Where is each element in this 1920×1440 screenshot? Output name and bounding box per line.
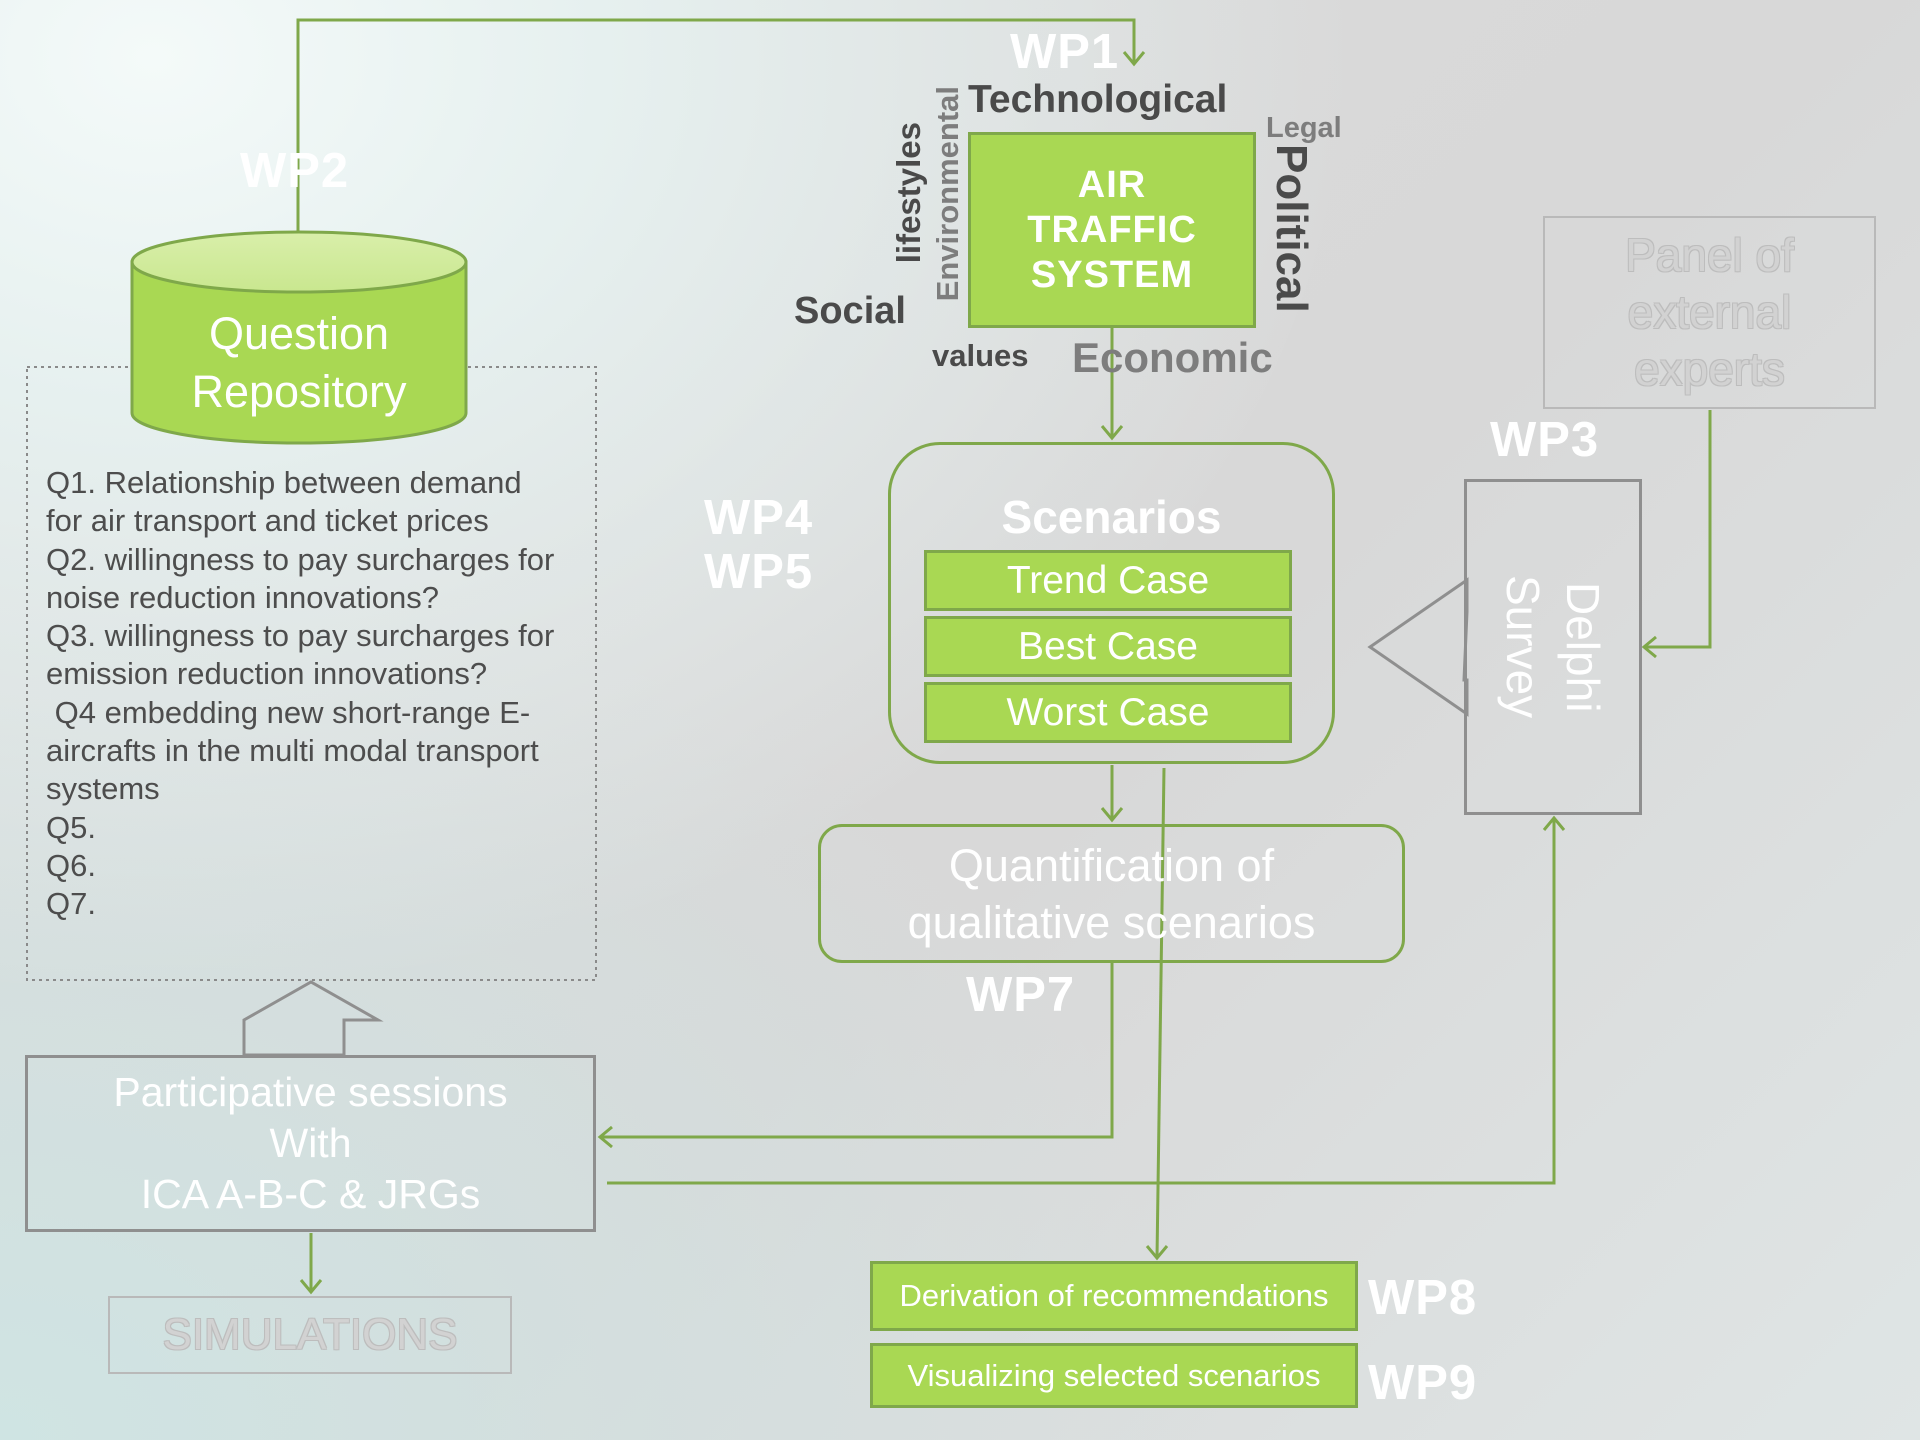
- delphi-line1: Delphi: [1557, 581, 1609, 713]
- ats-line3: SYSTEM: [1030, 253, 1194, 296]
- panel-line2: external: [1627, 286, 1792, 338]
- ats-line2: TRAFFIC: [1027, 208, 1197, 251]
- delphi-line2: Survey: [1497, 575, 1549, 719]
- delphi-survey-box: Delphi Survey: [1464, 479, 1642, 815]
- simulations-box: SIMULATIONS: [108, 1296, 512, 1374]
- wp1-label: WP1: [1010, 25, 1120, 79]
- quantification-box: Quantification of qualitative scenarios: [818, 824, 1405, 963]
- question-line: noise reduction innovations?: [46, 579, 439, 615]
- arrowhead-delphi-side: [1641, 635, 1657, 659]
- panel-line3: experts: [1634, 343, 1785, 395]
- question-repository-line2: Repository: [191, 366, 407, 417]
- scenario-worst-case: Worst Case: [924, 682, 1292, 743]
- wp3-label: WP3: [1490, 413, 1600, 467]
- participative-line2: With: [269, 1120, 352, 1166]
- arrowhead-recommendations: [1145, 1245, 1169, 1261]
- arrowhead-simulations: [299, 1279, 323, 1295]
- connector-participative-to-delphi: [607, 818, 1556, 1185]
- question-repository-line1: Question: [208, 308, 390, 359]
- connector-repo-to-wp1: [296, 18, 1136, 232]
- visualizing-scenarios-box: Visualizing selected scenarios: [870, 1343, 1358, 1408]
- question-line: Q5.: [46, 809, 96, 845]
- wp4-label: WP4: [704, 491, 814, 545]
- connector-quant-to-participative: [600, 963, 1114, 1139]
- delphi-survey-text: Delphi Survey: [1493, 575, 1613, 718]
- wp5-label: WP5: [704, 545, 814, 599]
- scenario-trend-case: Trend Case: [924, 550, 1292, 611]
- quant-line2: qualitative scenarios: [907, 896, 1316, 948]
- derivation-recommendations-box: Derivation of recommendations: [870, 1261, 1358, 1331]
- scenario-best-case: Best Case: [924, 616, 1292, 677]
- question-list: Q1. Relationship between demand for air …: [46, 464, 606, 924]
- participative-line1: Participative sessions: [113, 1069, 508, 1115]
- question-line: for air transport and ticket prices: [46, 503, 489, 539]
- hollow-arrow-left: [1367, 577, 1469, 717]
- question-line: Q7.: [46, 886, 96, 922]
- question-panel-border: [26, 366, 597, 981]
- word-political: Political: [1267, 144, 1316, 313]
- question-line: Q3. willingness to pay surcharges for: [46, 618, 555, 654]
- arrowhead-wp1: [1122, 51, 1146, 67]
- arrowhead-quant: [1100, 807, 1124, 823]
- question-line: Q1. Relationship between demand: [46, 465, 522, 500]
- wp2-label: WP2: [240, 144, 350, 198]
- cylinder-shape: [130, 230, 468, 445]
- arrowhead-scenarios: [1100, 425, 1124, 441]
- word-technological: Technological: [968, 78, 1228, 121]
- quant-line1: Quantification of: [948, 839, 1275, 891]
- participative-sessions-box: Participative sessions With ICA A-B-C & …: [25, 1055, 596, 1232]
- wp9-label: WP9: [1368, 1356, 1478, 1410]
- panel-external-experts-box: Panel of external experts: [1543, 216, 1876, 409]
- scenarios-container: [888, 442, 1335, 764]
- arrowhead-participative: [597, 1125, 613, 1149]
- word-legal: Legal: [1266, 112, 1342, 144]
- question-line: emission reduction innovations?: [46, 656, 488, 692]
- question-line: Q2. willingness to pay surcharges for: [46, 541, 555, 577]
- question-line: Q4 embedding new short-range E-: [46, 694, 531, 730]
- question-repository-title: Question Repository: [132, 305, 466, 421]
- word-social: Social: [794, 290, 906, 332]
- ats-line1: AIR: [1077, 163, 1147, 206]
- question-line: aircrafts in the multi modal transport: [46, 733, 539, 769]
- hollow-arrow-up: [242, 980, 384, 1057]
- arrowhead-delphi: [1542, 815, 1566, 831]
- word-environmental: Environmental: [930, 86, 965, 302]
- word-values: values: [932, 338, 1029, 373]
- panel-line1: Panel of: [1625, 229, 1794, 281]
- participative-line3: ICA A-B-C & JRGs: [140, 1171, 481, 1217]
- connector-panel-to-delphi: [1644, 410, 1712, 649]
- wp7-label: WP7: [966, 968, 1076, 1022]
- wp8-label: WP8: [1368, 1271, 1478, 1325]
- connector-scenarios-to-outputs: [1155, 767, 1166, 1259]
- question-line: systems: [46, 771, 160, 807]
- air-traffic-system-box: AIR TRAFFIC SYSTEM: [968, 132, 1256, 328]
- word-economic: Economic: [1072, 334, 1273, 381]
- scenarios-title: Scenarios: [1001, 491, 1222, 543]
- word-lifestyles: lifestyles: [890, 122, 927, 264]
- question-line: Q6.: [46, 847, 96, 883]
